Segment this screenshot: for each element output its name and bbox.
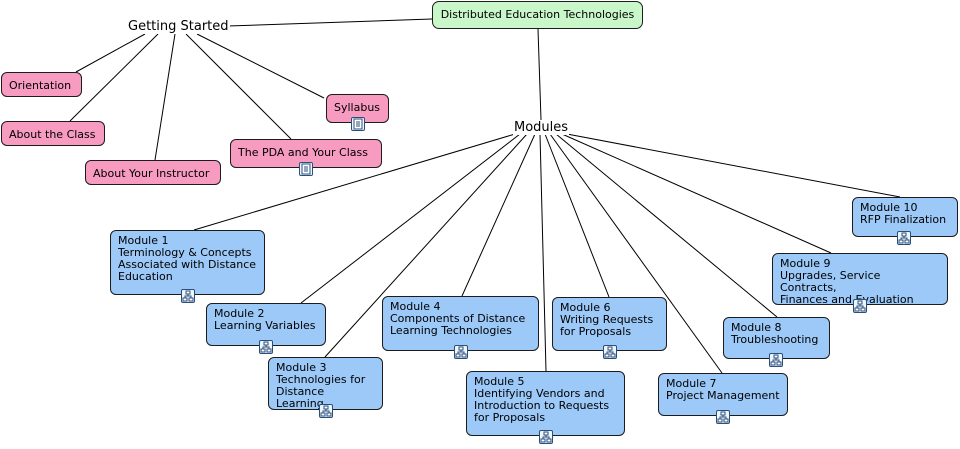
link-gs-orientation bbox=[75, 33, 146, 73]
module-5-node[interactable]: Module 5 Identifying Vendors and Introdu… bbox=[466, 371, 625, 436]
submap-icon[interactable] bbox=[454, 345, 468, 359]
module-6-node[interactable]: Module 6 Writing Requests for Proposals bbox=[552, 297, 667, 351]
submap-icon[interactable] bbox=[539, 430, 553, 444]
link-modules-m10 bbox=[566, 133, 901, 198]
module-10-node[interactable]: Module 10 RFP Finalization bbox=[852, 197, 958, 237]
about-your-instructor-node[interactable]: About Your Instructor bbox=[85, 160, 221, 185]
submap-icon[interactable] bbox=[853, 299, 867, 313]
module-1-node[interactable]: Module 1 Terminology & Concepts Associat… bbox=[110, 230, 265, 295]
submap-icon[interactable] bbox=[259, 340, 273, 354]
getting-started-topic[interactable]: Getting Started bbox=[127, 19, 230, 34]
link-modules-m3 bbox=[324, 133, 528, 358]
root-node[interactable]: Distributed Education Technologies bbox=[432, 1, 643, 29]
link-modules-m9 bbox=[561, 133, 832, 254]
orientation-node[interactable]: Orientation bbox=[1, 72, 82, 97]
link-modules-m4 bbox=[461, 133, 536, 297]
link-modules-m2 bbox=[300, 133, 521, 304]
link-root-modules bbox=[537, 28, 542, 121]
modules-topic[interactable]: Modules bbox=[513, 120, 570, 135]
submap-icon[interactable] bbox=[181, 289, 195, 303]
submap-icon[interactable] bbox=[603, 345, 617, 359]
module-7-node[interactable]: Module 7 Project Management bbox=[658, 373, 788, 416]
link-modules-m1 bbox=[193, 133, 516, 231]
link-gs-instructor bbox=[154, 33, 176, 161]
module-3-node[interactable]: Module 3 Technologies for Distance Learn… bbox=[268, 357, 383, 410]
link-root-getting-started bbox=[227, 18, 433, 27]
module-9-node[interactable]: Module 9 Upgrades, Service Contracts, Fi… bbox=[772, 253, 948, 306]
submap-icon[interactable] bbox=[319, 404, 333, 418]
about-the-class-node[interactable]: About the Class bbox=[1, 121, 105, 146]
link-modules-m5 bbox=[539, 133, 547, 372]
link-modules-m6 bbox=[544, 133, 610, 298]
submap-icon[interactable] bbox=[769, 353, 783, 367]
submap-icon[interactable] bbox=[716, 410, 730, 424]
module-4-node[interactable]: Module 4 Components of Distance Learning… bbox=[382, 296, 539, 351]
link-modules-m7 bbox=[549, 133, 723, 374]
submap-icon[interactable] bbox=[897, 231, 911, 245]
document-icon[interactable] bbox=[351, 117, 365, 131]
module-8-node[interactable]: Module 8 Troubleshooting bbox=[723, 317, 830, 359]
link-modules-m8 bbox=[555, 133, 778, 318]
link-gs-pda bbox=[185, 33, 292, 140]
link-gs-syllabus bbox=[196, 33, 325, 99]
document-icon[interactable] bbox=[299, 162, 313, 176]
module-2-node[interactable]: Module 2 Learning Variables bbox=[206, 303, 326, 346]
link-gs-about-class bbox=[69, 33, 159, 122]
